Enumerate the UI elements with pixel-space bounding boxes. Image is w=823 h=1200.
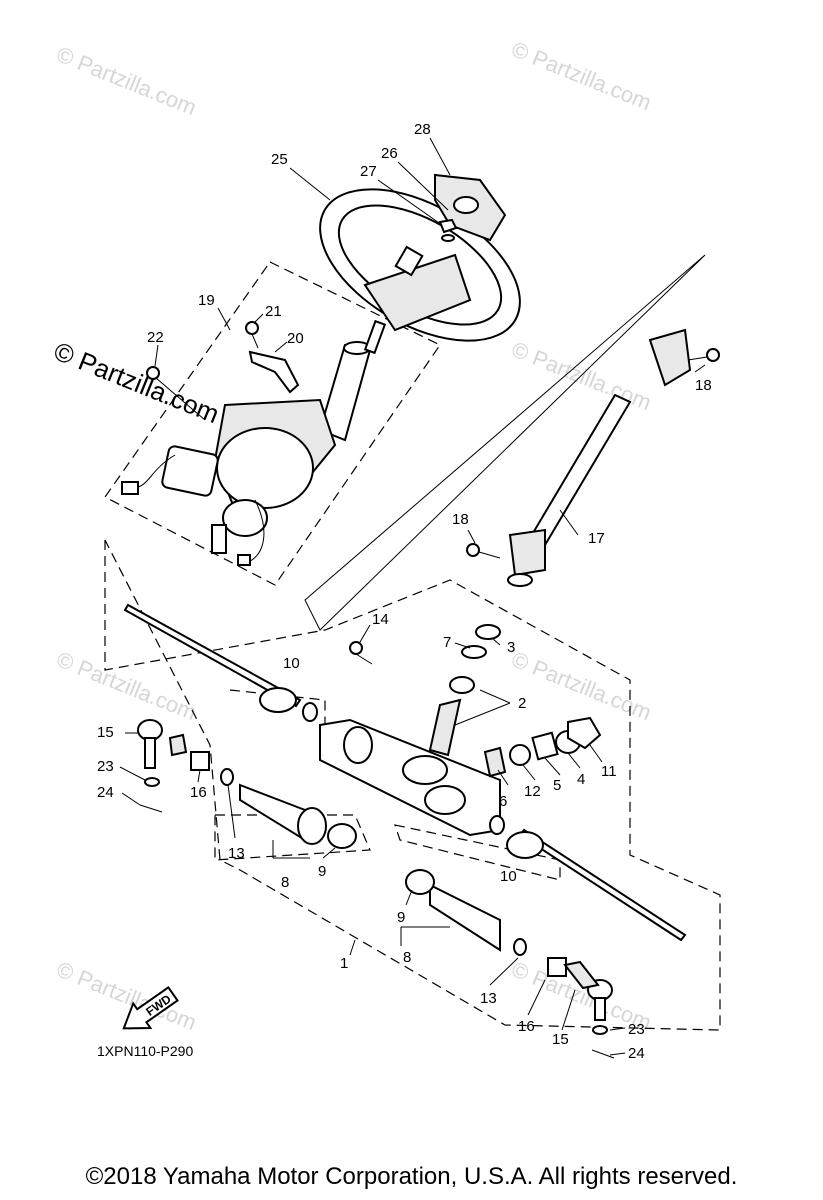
callout-12: 12 (524, 783, 541, 800)
boot-right (405, 869, 567, 977)
callout-19: 19 (198, 292, 215, 309)
callout-24-right: 24 (628, 1045, 645, 1062)
column-group-outline (104, 261, 441, 586)
callout-6: 6 (499, 793, 507, 810)
callout-21: 21 (265, 303, 282, 320)
callout-18-upper: 18 (695, 377, 712, 394)
column-bracket (248, 350, 300, 394)
callout-5: 5 (553, 777, 561, 794)
boot-group-outline-left (214, 814, 371, 861)
callout-7: 7 (443, 634, 451, 651)
callout-8-left: 8 (281, 874, 289, 891)
callout-23-right: 23 (628, 1021, 645, 1038)
callout-9-right: 9 (397, 909, 405, 926)
callout-23-left: 23 (97, 758, 114, 775)
callout-17: 17 (588, 530, 605, 547)
pinion-assembly (428, 624, 501, 757)
tierod-group-outline-left (229, 689, 326, 730)
callout-9-left: 9 (318, 863, 326, 880)
callout-15-right: 15 (552, 1031, 569, 1048)
leader-lines (119, 137, 706, 1056)
watermark: © Partzilla.com (508, 646, 655, 725)
callout-14: 14 (372, 611, 389, 628)
callout-27: 27 (360, 163, 377, 180)
callout-13-left: 13 (228, 845, 245, 862)
callout-16-right: 16 (518, 1018, 535, 1035)
tie-rod-left (123, 603, 318, 722)
tierod-group-outline-right (394, 824, 561, 881)
callout-22: 22 (147, 329, 164, 346)
callout-13-right: 13 (480, 990, 497, 1007)
tie-rod-end-left (137, 719, 188, 813)
rack-group-outline (104, 539, 721, 1031)
callout-4: 4 (577, 771, 585, 788)
intermediate-shaft (507, 328, 692, 587)
wheel-nut (438, 218, 458, 242)
rack-adjuster-parts (483, 716, 602, 778)
rack-bolt-14 (349, 641, 373, 665)
watermarks: © Partzilla.com © Partzilla.com © Partzi… (50, 36, 655, 1035)
diagram-code: 1XPN110-P290 (97, 1043, 193, 1059)
watermark: © Partzilla.com (53, 41, 200, 120)
tie-rod-right (489, 815, 687, 942)
shaft-bolt-18-upper (687, 348, 720, 362)
callout-1: 1 (340, 955, 348, 972)
boot-left (190, 751, 357, 849)
column-screw-22 (146, 366, 206, 421)
tie-rod-end-right (563, 960, 615, 1059)
steering-column (121, 319, 387, 566)
callout-2: 2 (518, 695, 526, 712)
callout-24-left: 24 (97, 784, 114, 801)
callout-11: 11 (601, 763, 617, 780)
shaft-bolt-18-lower (466, 543, 501, 559)
callout-16-left: 16 (190, 784, 207, 801)
callout-26: 26 (381, 145, 398, 162)
callout-3: 3 (507, 639, 515, 656)
callout-8-right: 8 (403, 949, 411, 966)
callout-25: 25 (271, 151, 288, 168)
column-bolt-21 (245, 321, 259, 349)
callout-18-lower: 18 (452, 511, 469, 528)
steering-wheel (319, 188, 521, 342)
rack-housing (319, 718, 501, 837)
copyright-notice: ©2018 Yamaha Motor Corporation, U.S.A. A… (85, 1163, 738, 1190)
callout-10-right: 10 (500, 868, 517, 885)
callout-20: 20 (287, 330, 304, 347)
watermark: © Partzilla.com (53, 646, 200, 725)
callout-10-left: 10 (283, 655, 300, 672)
group-outlines (104, 261, 721, 1031)
shaft-frame-lines (304, 254, 706, 631)
callouts: 28 26 27 25 19 21 20 22 18 17 18 14 7 3 … (97, 121, 712, 1062)
watermark-large: © Partzilla.com (50, 336, 224, 429)
callout-28: 28 (414, 121, 431, 138)
callout-15-left: 15 (97, 724, 114, 741)
watermark: © Partzilla.com (508, 36, 655, 115)
